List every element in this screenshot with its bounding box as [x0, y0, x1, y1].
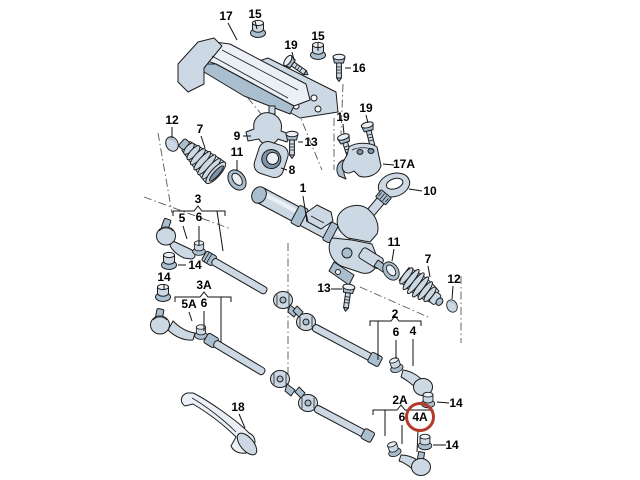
leader-lines [163, 20, 454, 446]
part-label-13-b: 13 [317, 281, 331, 295]
part-13-bolt-b [339, 282, 356, 313]
part-8-bushing [253, 141, 289, 179]
part-label-4: 4 [410, 324, 417, 338]
part-label-14-b: 14 [157, 270, 171, 284]
part-label-11-r: 11 [388, 235, 401, 249]
part-6-locknut-d [384, 439, 403, 459]
part-label-12-l: 12 [165, 113, 179, 127]
part-label-16: 16 [352, 61, 366, 75]
part-label-15-b: 15 [311, 29, 325, 43]
part-6-locknut-b [194, 324, 208, 340]
part-label-11-l: 11 [231, 145, 244, 159]
part-label-2: 2 [392, 307, 399, 321]
highlight-circle-4a [405, 402, 435, 432]
part-2a-inner-rod [294, 386, 376, 443]
part-14-nut-d [417, 433, 433, 451]
part-label-6-a: 6 [196, 210, 203, 224]
part-label-7-l: 7 [197, 122, 204, 136]
part-3-inner-rod [201, 250, 299, 318]
part-4a-tie-rod-end [398, 451, 431, 476]
part-2-inner-rod [292, 305, 383, 367]
part-14-nut-a [161, 251, 177, 270]
part-16-bolt [332, 53, 346, 82]
part-label-17a: 17A [393, 157, 415, 171]
part-label-10: 10 [423, 184, 437, 198]
part-7-boot-left [178, 138, 227, 185]
part-label-5a: 5A [181, 297, 197, 311]
part-label-19-c: 19 [359, 101, 373, 115]
part-17-mounting-bracket [177, 37, 339, 119]
part-9-clamp [245, 105, 290, 145]
part-label-15-a: 15 [248, 7, 262, 21]
part-label-13-a: 13 [304, 135, 318, 149]
part-label-6-b: 6 [201, 296, 208, 310]
part-label-14-a: 14 [188, 258, 202, 272]
part-label-1: 1 [300, 181, 307, 195]
part-3a-inner-rod [203, 332, 296, 397]
part-5a-tie-rod-end [150, 308, 196, 341]
part-label-7-r: 7 [425, 252, 432, 266]
part-12-cap-right [444, 297, 460, 315]
part-label-12-r: 12 [447, 272, 461, 286]
part-1-steering-rack [251, 186, 392, 286]
part-label-5: 5 [179, 211, 186, 225]
part-10-grommet [377, 172, 411, 198]
part-15-nut-a [250, 19, 266, 38]
part-label-17: 17 [219, 9, 233, 23]
part-label-18: 18 [231, 400, 245, 414]
part-label-19-b: 19 [336, 110, 350, 124]
part-14-nut-b [155, 283, 171, 302]
part-18-heat-shield [180, 392, 258, 456]
part-label-6-c: 6 [393, 325, 400, 339]
part-label-3: 3 [195, 192, 202, 206]
part-label-14-d: 14 [445, 438, 459, 452]
part-5-tie-rod-end [156, 217, 196, 260]
part-labels: 17 15 19 15 16 19 19 17A 10 12 7 9 13 11… [157, 7, 463, 452]
part-label-6-d: 6 [399, 410, 406, 424]
part-label-8: 8 [289, 163, 296, 177]
part-label-9: 9 [234, 129, 241, 143]
part-label-3a: 3A [196, 278, 212, 292]
part-7-boot-right [398, 267, 444, 306]
part-label-14-c: 14 [449, 396, 463, 410]
part-17a-bracket [336, 142, 382, 180]
group-brackets [172, 205, 434, 453]
part-label-19-a: 19 [284, 38, 298, 52]
part-label-2a: 2A [392, 393, 408, 407]
part-label-4a: 4A [412, 410, 428, 424]
